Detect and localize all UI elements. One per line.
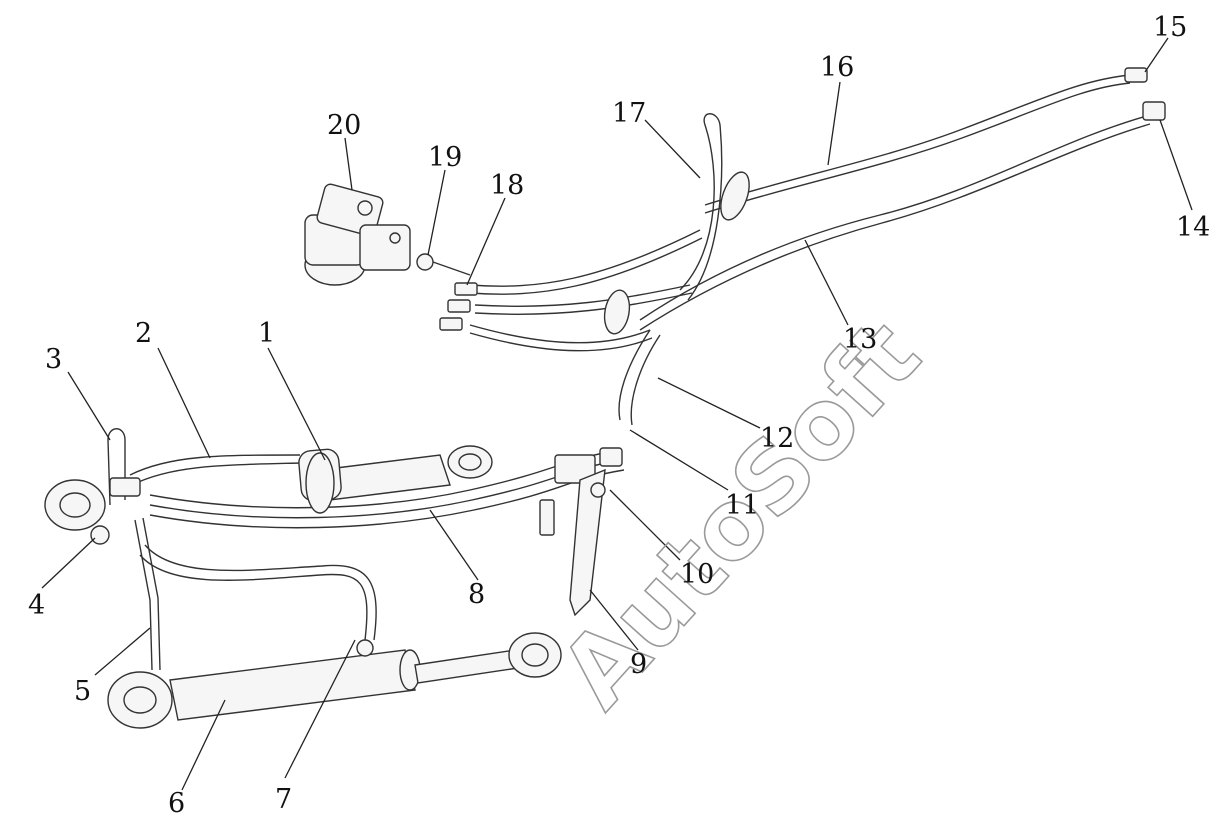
callout-16: 16 xyxy=(820,52,854,83)
callout-17: 17 xyxy=(612,98,646,129)
callout-4: 4 xyxy=(28,590,45,621)
bracket-assembly xyxy=(539,447,623,617)
parts xyxy=(44,67,1166,729)
callout-1: 1 xyxy=(258,318,275,349)
callout-20: 20 xyxy=(327,110,361,141)
callout-numbers: 1 2 3 4 5 6 7 8 9 10 11 12 13 14 15 16 1… xyxy=(28,12,1210,819)
callout-8: 8 xyxy=(468,579,485,610)
callout-13: 13 xyxy=(843,324,877,355)
callout-5: 5 xyxy=(74,676,91,707)
callout-18: 18 xyxy=(490,170,524,201)
leader-lines xyxy=(41,37,1193,791)
steering-unit xyxy=(304,183,411,286)
lower-cylinder xyxy=(107,632,562,729)
callout-9: 9 xyxy=(630,649,647,680)
valve-fittings xyxy=(439,282,478,331)
callout-11: 11 xyxy=(725,490,759,521)
callout-15: 15 xyxy=(1153,12,1187,43)
callout-2: 2 xyxy=(135,318,152,349)
upper-cylinder xyxy=(298,445,493,514)
callout-6: 6 xyxy=(168,788,185,819)
callout-10: 10 xyxy=(680,559,714,590)
callout-19: 19 xyxy=(428,142,462,173)
callout-7: 7 xyxy=(275,784,292,815)
callout-3: 3 xyxy=(45,344,62,375)
fitting-19 xyxy=(416,253,471,276)
callout-12: 12 xyxy=(760,423,794,454)
left-mount xyxy=(44,477,141,545)
callout-14: 14 xyxy=(1176,212,1210,243)
